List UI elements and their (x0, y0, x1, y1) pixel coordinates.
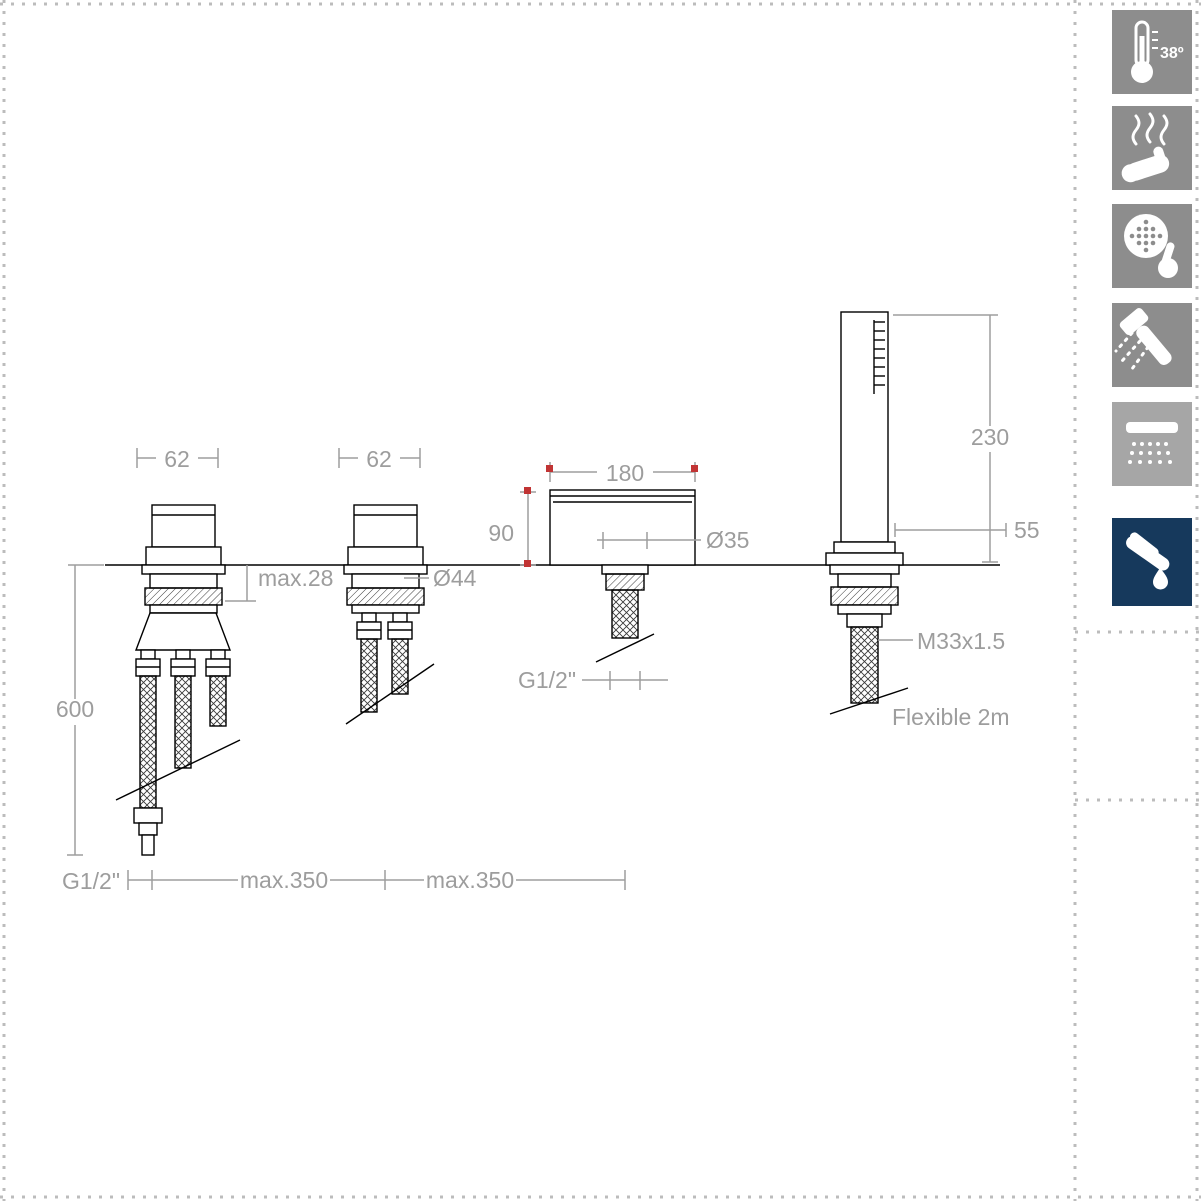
dim-label: 180 (606, 460, 644, 486)
dim-bottom-row: G1/2" max.350 max.350 (62, 867, 626, 894)
dim-label: 55 (1014, 517, 1040, 543)
steam-hand-icon (1112, 106, 1192, 190)
dim-label: Ø35 (706, 527, 749, 553)
shower-head-touch-icon (1112, 204, 1192, 288)
dim-label: 600 (56, 696, 94, 722)
dim-label: M33x1.5 (917, 628, 1005, 654)
dim-valve-body-dia: Ø44 (404, 565, 477, 591)
shower-arm-glyph (1126, 532, 1170, 590)
pointing-hand (1158, 242, 1178, 278)
dim-label-spacing-right: max.350 (426, 867, 514, 893)
dim-label-spacing-left: max.350 (240, 867, 328, 893)
dim-spout-width: 180 (546, 459, 698, 486)
dim-shank-thread: M33x1.5 (878, 628, 1005, 654)
hand-shower-drawing (825, 311, 909, 715)
bath-spout (549, 489, 696, 663)
dim-handshower-height: 230 (893, 314, 1014, 563)
dim-handshower-offset: 55 (894, 517, 1040, 543)
dim-hose-drop: 600 (50, 564, 104, 856)
steam-hand-glyph (1121, 112, 1170, 183)
dim-label: Flexible 2m (892, 704, 1010, 730)
dim-valve1-width: 62 (136, 444, 219, 472)
dim-label: 62 (164, 446, 190, 472)
dim-valve2-width: 62 (338, 444, 421, 472)
dim-label: G1/2" (518, 667, 576, 693)
dim-label: 230 (971, 424, 1009, 450)
dim-label: 62 (366, 446, 392, 472)
dim-label: max.28 (258, 565, 333, 591)
shower-face-glyph (1124, 214, 1178, 278)
dim-spout-height: 90 (488, 487, 536, 567)
dim-label: Ø44 (433, 565, 477, 591)
dim-label: 90 (488, 520, 514, 546)
rain-shower-icon (1112, 402, 1192, 486)
hand-shower-glyph (1114, 308, 1172, 371)
right-valve-handle (343, 504, 435, 725)
dim-deck-thickness: max.28 (225, 565, 333, 602)
thermometer-38-icon: 38º (1112, 10, 1192, 94)
dim-flexible-hose: Flexible 2m (892, 704, 1010, 730)
shower-arm-drop-icon (1112, 518, 1192, 606)
thermostat-temp-label: 38º (1160, 45, 1184, 62)
hand-shower-icon (1112, 303, 1192, 387)
dim-spout-shank-dia: Ø35 (597, 527, 749, 553)
dim-label-inlet: G1/2" (62, 868, 120, 894)
thermometer-glyph: 38º (1131, 20, 1184, 83)
dim-spout-connection: G1/2" (518, 667, 668, 693)
rain-shower-glyph (1126, 422, 1178, 464)
left-valve-handle (115, 504, 241, 856)
